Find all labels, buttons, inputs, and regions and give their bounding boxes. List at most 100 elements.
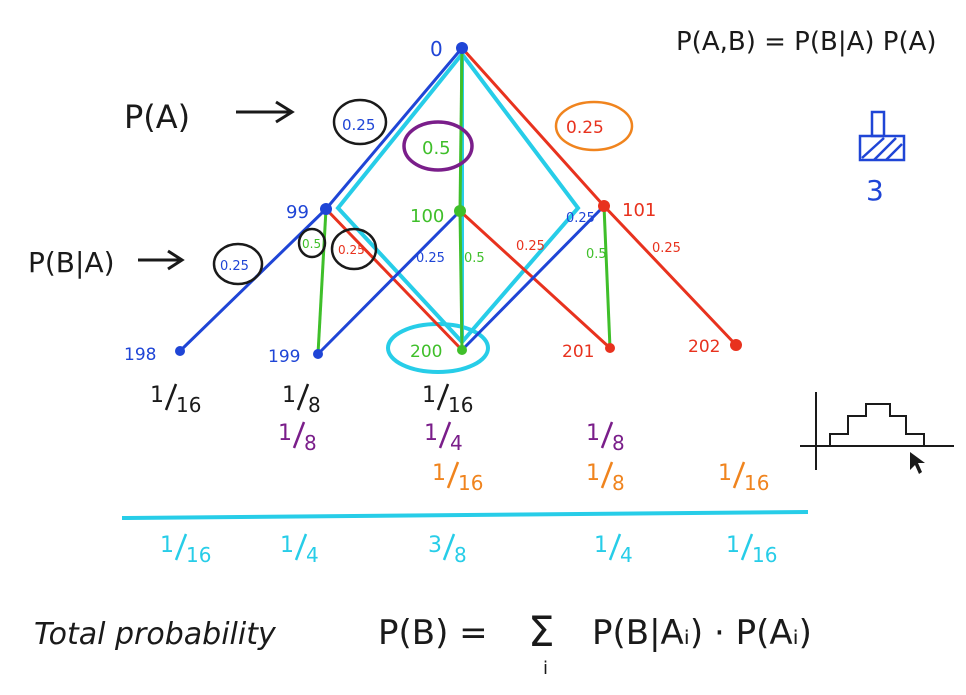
node-label-202: 202 [688,337,720,357]
fraction-numerator: 3 [428,533,442,558]
circle-left-199 [297,227,327,259]
fraction-numerator: 1 [150,383,164,408]
circle-top-right [554,100,634,152]
node-199 [313,349,323,359]
edge-label-center-200: 0.5 [464,251,485,266]
footer-caption: Total probability [34,617,277,652]
fraction-denominator: 16 [186,543,211,567]
fraction-denominator: 16 [176,393,201,417]
fraction-numerator: 1 [726,533,740,558]
mouse-cursor-icon [910,452,925,474]
histogram-sketch [800,392,954,470]
node-198 [175,346,185,356]
fraction-denominator: 8 [304,431,317,455]
node-label-199: 199 [268,347,300,367]
node-label-0: 0 [430,37,443,61]
fraction-numerator: 1 [282,383,296,408]
edge-top-left [324,47,464,210]
fraction-denominator: 16 [448,393,473,417]
fraction-slash [292,421,306,449]
footer-formula-right: P(B|Aᵢ) · P(Aᵢ) [592,613,812,653]
edge-100-201 [458,209,612,350]
edge-101-200 [460,204,606,352]
label-pa: P(A) [124,98,190,136]
edge-label-right-202: 0.25 [652,241,681,256]
edge-label-top-right: 0.25 [566,118,604,138]
fraction-slash [608,533,622,561]
edge-101-202 [602,204,738,347]
edge-label-top-center: 0.5 [422,138,451,159]
fraction-slash [164,383,178,411]
fraction-black-2: 1 16 [422,383,473,417]
edge-label-center-201: 0.25 [516,239,545,254]
fraction-orange-2: 1 16 [718,461,769,495]
circle-top-center [402,120,474,172]
node-200 [457,345,467,355]
fraction-slash [732,461,746,489]
fraction-denominator: 4 [620,543,633,567]
fraction-black-0: 1 16 [150,383,201,417]
node-label-101: 101 [622,200,656,221]
edge-label-left-199: 0.5 [302,237,321,251]
fraction-numerator: 1 [278,421,292,446]
edge-101-201 [602,205,612,349]
node-201 [605,343,615,353]
edge-100-199 [316,209,462,356]
fraction-denominator: 16 [744,471,769,495]
cyan-sum-line [121,510,809,520]
fraction-denominator: 8 [612,471,625,495]
fraction-numerator: 1 [422,383,436,408]
node-label-198: 198 [124,345,156,365]
node-101 [598,200,610,212]
fraction-denominator: 16 [458,471,483,495]
node-99 [320,203,332,215]
edge-label-center-199: 0.25 [416,251,445,266]
edge-99-199 [316,208,328,355]
fraction-numerator: 1 [586,421,600,446]
footer-formula-left: P(B) = [378,613,488,653]
fraction-cyan-0: 1 16 [160,533,211,567]
fraction-slash [740,533,754,561]
fraction-denominator: 8 [308,393,321,417]
stacked-blocks-icon [858,110,906,162]
node-label-200: 200 [410,342,442,362]
fraction-slash [600,461,614,489]
arrow-pba [138,249,185,271]
fraction-numerator: 1 [586,461,600,486]
edge-label-right-201: 0.5 [586,247,607,262]
fraction-slash [438,421,452,449]
circle-top-left [332,98,388,146]
fraction-slash [174,533,188,561]
node-100 [454,205,466,217]
edge-label-left-198: 0.25 [220,259,249,274]
fraction-numerator: 1 [718,461,732,486]
edge-100-200 [458,210,464,351]
circle-left-200 [330,227,378,271]
fraction-slash [436,383,450,411]
node-0 [456,42,468,54]
fraction-slash [446,461,460,489]
arrow-pa [236,100,295,124]
fraction-slash [296,383,310,411]
node-label-99: 99 [286,202,309,223]
footer-sigma-index: i [543,658,548,679]
fraction-denominator: 4 [306,543,319,567]
node-label-100: 100 [410,206,444,227]
fraction-numerator: 1 [160,533,174,558]
fraction-slash [442,533,456,561]
edge-top-right [460,46,606,208]
footer-sigma: Σ [528,607,555,656]
side-number: 3 [866,174,884,207]
joint-probability-formula: P(A,B) = P(B|A) P(A) [676,27,937,57]
